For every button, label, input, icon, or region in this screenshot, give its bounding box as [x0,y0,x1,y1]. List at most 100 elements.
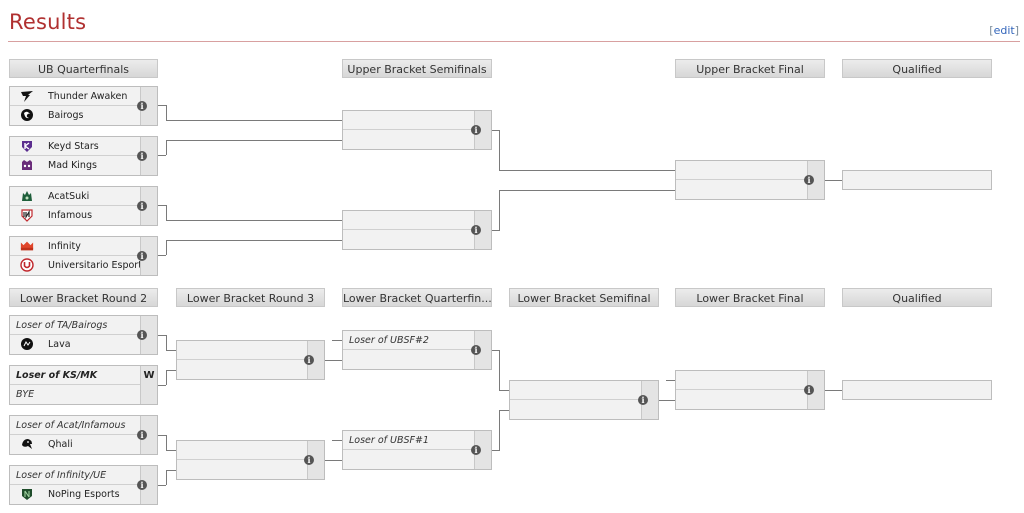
match-info-icon[interactable]: i [137,101,147,111]
match-info-icon[interactable]: i [137,151,147,161]
match-lb-qf-1: Loser of UBSF#2 i [342,330,492,370]
infinity-logo-icon [20,239,34,253]
score-cell [140,106,157,125]
match-slot[interactable] [676,180,824,199]
match-slot[interactable]: Loser of UBSF#2 [343,331,491,350]
mad-kings-logo-icon [20,158,34,172]
connector-line [332,460,342,461]
match-slot[interactable] [177,341,324,360]
match-slot[interactable]: Lava [10,335,157,354]
bairogs-logo-icon [20,108,34,122]
match-slot[interactable]: Bairogs [10,106,157,125]
match-slot[interactable] [510,381,658,400]
team-name: BYE [16,389,35,400]
score-cell [641,400,658,419]
connector-line [499,350,500,390]
match-slot[interactable]: AcatSuki [10,187,157,206]
connector-line [499,390,509,391]
connector-line [825,390,842,391]
score-cell [140,256,157,275]
match-info-icon[interactable]: i [804,385,814,395]
keyd-stars-logo-icon [20,139,34,153]
match-slot[interactable] [676,161,824,180]
connector-line [158,435,166,436]
score-cell [807,390,824,409]
match-slot[interactable]: Infinity [10,237,157,256]
team-name: Loser of KS/MK [16,370,98,381]
match-slot[interactable]: BYE [10,385,157,404]
match-slot[interactable]: Qhali [10,435,157,454]
match-slot[interactable] [676,390,824,409]
match-lb-final: i [675,370,825,410]
match-slot[interactable] [177,460,324,479]
connector-line [325,360,333,361]
match-info-icon[interactable]: i [137,201,147,211]
match-slot[interactable] [343,450,491,469]
match-lb-r3-2: i [176,440,325,480]
lava-logo-icon [20,337,34,351]
match-info-icon[interactable]: i [304,355,314,365]
match-info-icon[interactable]: i [804,175,814,185]
match-info-icon[interactable]: i [471,125,481,135]
match-slot[interactable]: Loser of Infinity/UE [10,466,157,485]
team-name: Qhali [48,439,73,450]
match-slot[interactable]: Loser of Acat/Infamous [10,416,157,435]
connector-line [666,400,675,401]
match-slot[interactable] [343,350,491,369]
match-slot[interactable]: Keyd Stars [10,137,157,156]
connector-line [166,120,342,121]
match-ub-qf-1: Thunder Awaken Bairogs i [9,86,158,126]
match-info-icon[interactable]: i [638,395,648,405]
match-slot[interactable]: Universitario Esports [10,256,157,275]
match-ub-final: i [675,160,825,200]
match-slot[interactable] [177,441,324,460]
score-cell [474,130,491,149]
edit-link-wrapper: [edit] [989,24,1019,37]
match-slot[interactable] [343,230,491,249]
match-slot[interactable] [510,400,658,419]
match-info-icon[interactable]: i [471,345,481,355]
connector-line [492,450,500,451]
header-ub-qualified: Qualified [842,59,992,78]
team-name: Loser of UBSF#1 [349,435,429,446]
connector-line [499,410,509,411]
match-slot[interactable] [343,111,491,130]
match-slot[interactable]: NoPing Esports [10,485,157,504]
connector-line [166,470,167,485]
match-slot[interactable] [343,130,491,149]
connector-line [332,440,342,441]
match-slot[interactable] [177,360,324,379]
match-info-icon[interactable]: i [304,455,314,465]
match-slot[interactable]: Mad Kings [10,156,157,175]
match-info-icon[interactable]: i [137,330,147,340]
score-cell [474,230,491,249]
match-slot[interactable] [343,211,491,230]
match-slot[interactable]: Thunder Awaken [10,87,157,106]
header-ub-final: Upper Bracket Final [675,59,825,78]
lb-qualified-slot[interactable] [842,380,992,400]
match-lb-qf-2: Loser of UBSF#1 i [342,430,492,470]
match-slot[interactable]: Loser of KS/MK W [10,366,157,385]
connector-line [499,190,500,230]
match-info-icon[interactable]: i [137,480,147,490]
connector-line [166,335,167,350]
header-lb-quarterfinals: Lower Bracket Quarterfin... [342,288,492,307]
universitario-logo-icon [20,258,34,272]
connector-line [158,255,166,256]
match-slot[interactable]: Loser of TA/Bairogs [10,316,157,335]
header-lb-round-3: Lower Bracket Round 3 [176,288,325,307]
connector-line [166,205,167,220]
ub-qualified-slot[interactable] [842,170,992,190]
edit-link[interactable]: edit [993,24,1015,37]
match-slot[interactable]: Infamous [10,206,157,225]
match-slot[interactable] [676,371,824,390]
match-info-icon[interactable]: i [137,251,147,261]
score-cell [140,206,157,225]
match-slot[interactable]: Loser of UBSF#1 [343,431,491,450]
match-info-icon[interactable]: i [471,445,481,455]
match-info-icon[interactable]: i [137,430,147,440]
connector-line [158,385,166,386]
connector-line [166,435,167,450]
match-info-icon[interactable]: i [471,225,481,235]
connector-line [166,140,342,141]
